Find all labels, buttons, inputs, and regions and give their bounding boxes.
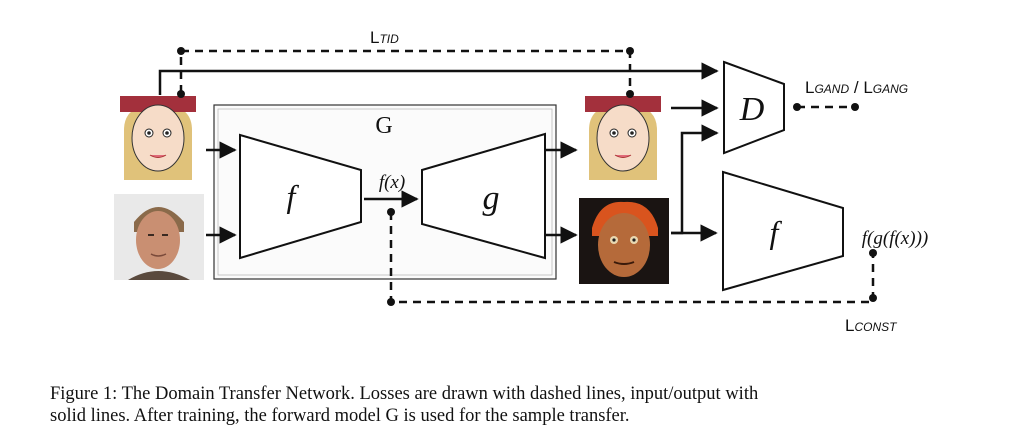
discriminator-shape [723,60,785,155]
caption-line-1: Figure 1: The Domain Transfer Network. L… [50,384,759,404]
lconst-dot-bottom-left [387,298,395,306]
fx-label: f(x) [379,172,405,193]
output-emoji-image [579,95,669,181]
lconst-dot-bottom-right [869,294,877,302]
caption-line-2: solid lines. After training, the forward… [50,406,630,426]
ltid-dot-left-bottom [177,90,185,98]
encoder-f-shape [239,133,362,260]
lconst-dashed-line [389,212,875,304]
figure-caption: Figure 1: The Domain Transfer Network. L… [50,383,990,427]
lgan-label: LGAND / LGANG [805,78,908,97]
encoder2-f-shape [722,170,844,292]
ltid-dashed-line [179,49,632,93]
lgan-dot-right [851,103,859,111]
ltid-dot-right-top [626,47,634,55]
input-to-d-line [158,62,719,95]
lconst-dot-fgfx [869,249,877,257]
input-photo-image [114,194,204,280]
discriminator-label: D [739,91,765,128]
output-cartoon-image [579,198,669,284]
ltid-dot-right-bottom [626,90,634,98]
ltid-label: LTID [370,28,399,47]
decoder-g-shape [421,132,546,260]
generator-label: G [375,113,392,139]
decoder-g-label: g [483,180,500,217]
ltid-dot-left-top [177,47,185,55]
lconst-dot-fx [387,208,395,216]
cartoon-out-to-d-line [671,124,719,235]
input-emoji-image [114,95,204,181]
lgan-dot-left [793,103,801,111]
lconst-label: LCONST [845,316,898,335]
fgfx-label: f(g(f(x))) [862,228,928,249]
